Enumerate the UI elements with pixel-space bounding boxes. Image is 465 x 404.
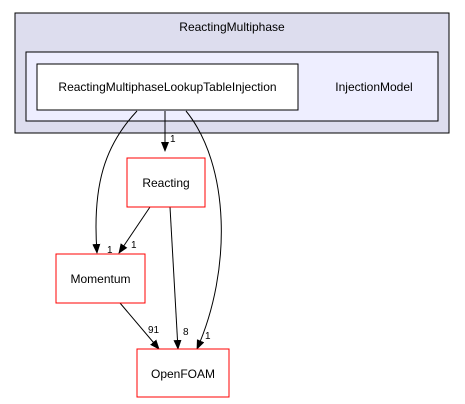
node-openfoam-label: OpenFOAM: [151, 367, 215, 381]
cluster-reacting-multiphase-label: ReactingMultiphase: [179, 20, 285, 34]
edge-reacting-to-momentum: [118, 206, 151, 254]
node-lookup-table-injection[interactable]: ReactingMultiphaseLookupTableInjection: [36, 63, 299, 111]
node-lookup-table-injection-label: ReactingMultiphaseLookupTableInjection: [58, 80, 276, 94]
edge-lookup-to-openfoam-label: 1: [205, 331, 211, 342]
node-momentum-label: Momentum: [70, 272, 130, 286]
edges: 1 1 1 1 8 91: [92, 110, 222, 350]
edge-momentum-to-openfoam: [119, 302, 160, 350]
node-openfoam[interactable]: OpenFOAM: [136, 348, 230, 398]
edge-reacting-to-openfoam-label: 8: [183, 327, 189, 338]
edge-reacting-to-momentum-label: 1: [131, 240, 137, 251]
node-reacting-label: Reacting: [142, 176, 189, 190]
node-momentum[interactable]: Momentum: [55, 253, 146, 304]
edge-lookup-to-momentum: [92, 110, 138, 254]
edge-reacting-to-openfoam: [169, 206, 182, 350]
node-reacting[interactable]: Reacting: [126, 157, 206, 208]
edge-lookup-to-openfoam: [185, 110, 222, 350]
edge-lookup-to-reacting-label: 1: [170, 134, 176, 145]
edge-lookup-to-momentum-label: 1: [107, 245, 113, 256]
edge-momentum-to-openfoam-label: 91: [148, 325, 160, 336]
injection-model-label[interactable]: InjectionModel: [335, 80, 412, 94]
